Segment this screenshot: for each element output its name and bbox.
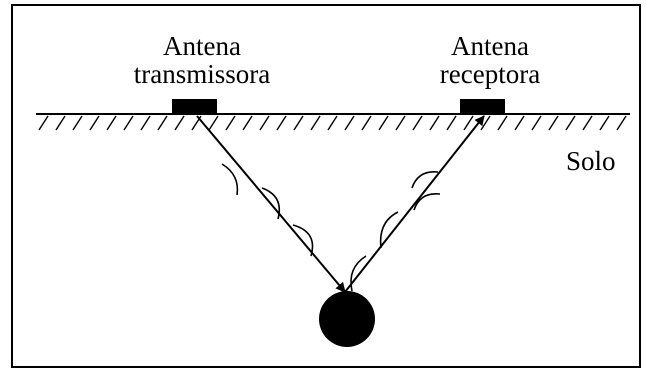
reflected-wavefront-4 xyxy=(413,193,441,211)
hatch-stroke xyxy=(548,115,559,131)
hatch-stroke xyxy=(429,115,440,131)
hatch-stroke xyxy=(514,115,525,131)
hatch-stroke xyxy=(293,115,304,131)
hatch-stroke xyxy=(123,115,134,131)
hatch-stroke xyxy=(276,115,287,131)
hatch-stroke xyxy=(582,115,593,131)
hatch-stroke xyxy=(616,115,627,131)
hatch-stroke xyxy=(361,115,372,131)
receiving-antenna-label-line1: Antena xyxy=(451,31,529,61)
transmitting-antenna-label-line2: transmissora xyxy=(133,59,271,89)
hatch-stroke xyxy=(565,115,576,131)
hatch-stroke xyxy=(174,115,185,131)
hatch-stroke xyxy=(531,115,542,131)
hatch-stroke xyxy=(463,115,474,131)
hatch-stroke xyxy=(599,115,610,131)
hatch-stroke xyxy=(89,115,100,131)
reflected-wavefront-2 xyxy=(379,211,399,249)
reflected-wavefront-1 xyxy=(350,255,367,292)
hatch-stroke xyxy=(208,115,219,131)
hatch-stroke xyxy=(310,115,321,131)
receiving-antenna-label-line2: receptora xyxy=(439,59,541,89)
incident-wavefront-2 xyxy=(261,187,281,220)
buried-object xyxy=(319,291,375,347)
incident-wavefront-3 xyxy=(292,224,314,257)
hatch-stroke xyxy=(480,115,491,131)
hatch-stroke xyxy=(344,115,355,131)
hatch-stroke xyxy=(157,115,168,131)
hatch-stroke xyxy=(140,115,151,131)
incident-wave-ray xyxy=(196,115,346,293)
transmitting-antenna-label-line1: Antena xyxy=(163,31,241,61)
hatch-stroke xyxy=(259,115,270,131)
hatch-stroke xyxy=(38,115,49,131)
hatch-stroke xyxy=(395,115,406,131)
hatch-stroke xyxy=(225,115,236,131)
hatch-stroke xyxy=(378,115,389,131)
hatch-stroke xyxy=(106,115,117,131)
hatch-stroke xyxy=(497,115,508,131)
soil-label: Solo xyxy=(566,146,616,176)
receiving-antenna-label: Antena receptora xyxy=(400,32,580,88)
hatch-stroke xyxy=(72,115,83,131)
hatch-stroke xyxy=(446,115,457,131)
hatch-stroke xyxy=(242,115,253,131)
reflected-wave-ray xyxy=(344,115,485,293)
hatch-stroke xyxy=(412,115,423,131)
receiving-antenna xyxy=(460,99,505,114)
incident-wavefront-1 xyxy=(221,163,239,196)
transmitting-antenna-label: Antena transmissora xyxy=(112,32,292,88)
ground-hatching xyxy=(38,115,627,131)
hatch-stroke xyxy=(55,115,66,131)
reflected-wavefront-3 xyxy=(411,171,439,189)
hatch-stroke xyxy=(327,115,338,131)
transmitting-antenna xyxy=(172,99,217,114)
diagram-frame xyxy=(11,4,641,368)
